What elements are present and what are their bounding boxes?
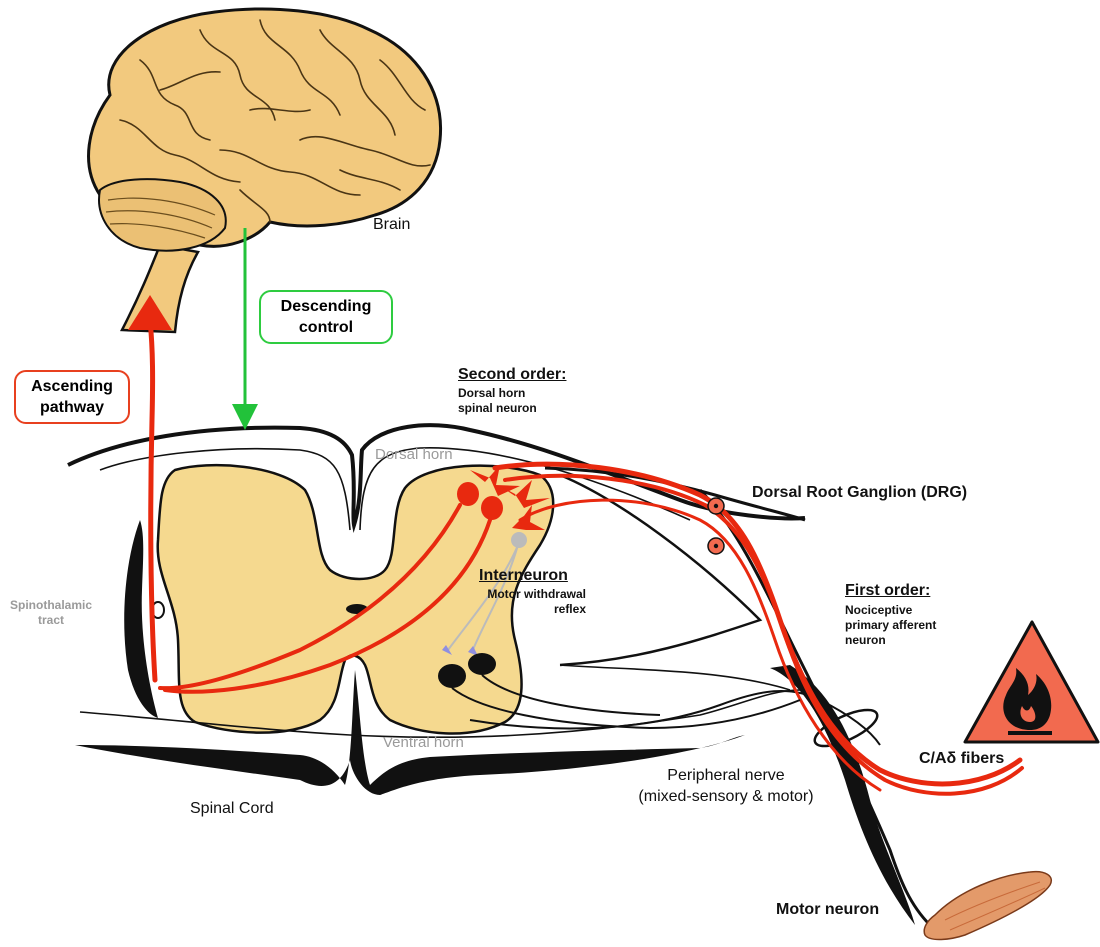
drg-label: Dorsal Root Ganglion (DRG) [752, 484, 967, 502]
motor-neuron-label: Motor neuron [776, 901, 879, 919]
interneuron-desc: Motor withdrawal reflex [464, 587, 586, 617]
second-order-title: Second order: [458, 366, 566, 384]
descending-control-arrow [232, 228, 258, 430]
fire-warning-icon [965, 622, 1098, 742]
brain-illustration [89, 9, 441, 332]
ascending-pathway-box: Ascending pathway [14, 370, 130, 424]
peripheral-nerve-label: Peripheral nerve (mixed-sensory & motor) [611, 765, 841, 807]
spinal-cord-label: Spinal Cord [190, 800, 274, 818]
dorsal-horn-label: Dorsal horn [375, 446, 453, 463]
interneuron-title: Interneuron [479, 567, 568, 585]
first-order-desc: Nociceptive primary afferent neuron [845, 603, 936, 648]
ventral-horn-label: Ventral horn [383, 734, 464, 751]
first-order-title: First order: [845, 582, 930, 600]
brain-label: Brain [373, 216, 410, 234]
spinothalamic-label: Spinothalamic tract [10, 598, 92, 628]
muscle-icon [924, 872, 1051, 940]
second-order-desc: Dorsal horn spinal neuron [458, 386, 537, 416]
fibers-label: C/Aδ fibers [919, 750, 1004, 768]
descending-control-box: Descending control [259, 290, 393, 344]
